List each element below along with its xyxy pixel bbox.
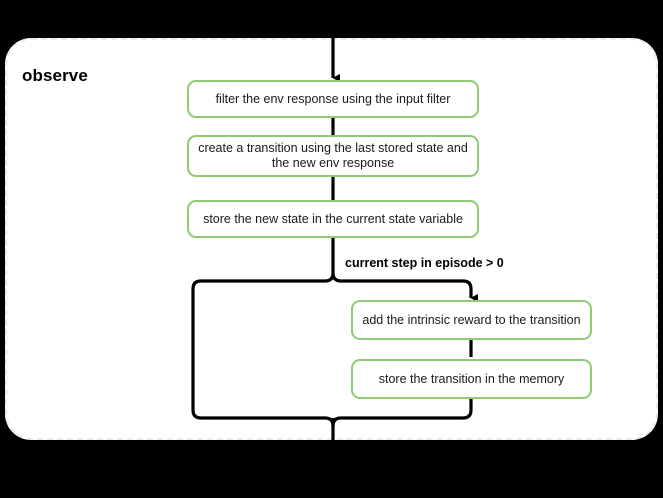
node-filter-env-response[interactable]: filter the env response using the input … xyxy=(187,80,479,118)
edge-label-current-step-condition: current step in episode > 0 xyxy=(345,256,504,270)
node-add-intrinsic-reward[interactable]: add the intrinsic reward to the transiti… xyxy=(351,300,592,340)
node-store-transition-memory[interactable]: store the transition in the memory xyxy=(351,359,592,399)
scope-title: observe xyxy=(22,66,88,85)
node-store-new-state[interactable]: store the new state in the current state… xyxy=(187,200,479,238)
node-create-transition[interactable]: create a transition using the last store… xyxy=(187,135,479,177)
